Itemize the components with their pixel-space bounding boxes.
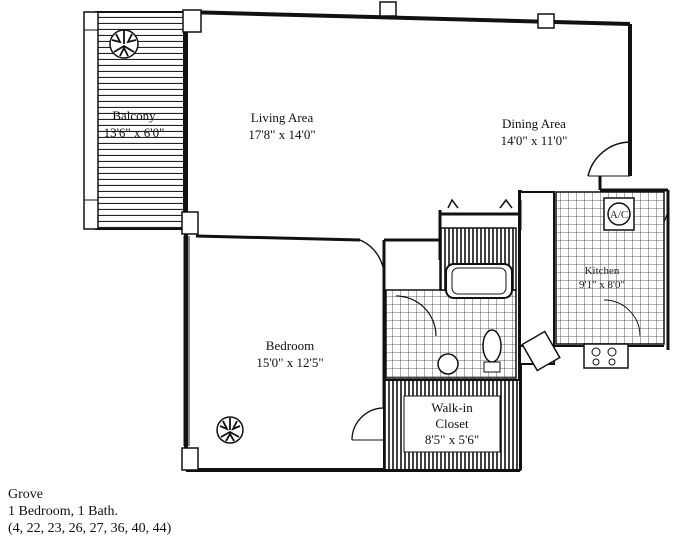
unit-type: 1 Bedroom, 1 Bath. (8, 504, 119, 519)
living-area-dims: 17'8" x 14'0" (248, 127, 315, 142)
plant-icon (216, 416, 244, 444)
balcony-dims: 13'6" x 6'0" (104, 125, 165, 140)
kitchen-label: Kitchen (585, 265, 620, 277)
plan-caption: Grove 1 Bedroom, 1 Bath. (4, 22, 23, 26,… (8, 486, 171, 537)
ac-label: A/C (610, 209, 628, 221)
walk-in-closet (351, 379, 521, 471)
balcony-deck (83, 11, 185, 230)
entry-door (587, 140, 670, 350)
window-marks (181, 1, 555, 471)
closet-label-line2: Closet (435, 416, 469, 431)
closet-label-line1: Walk-in (431, 400, 473, 415)
unit-numbers: (4, 22, 23, 26, 27, 36, 40, 44) (8, 521, 172, 536)
model-name: Grove (8, 487, 43, 502)
kitchen-dims: 9'1" x 8'0" (579, 279, 625, 291)
bedroom-label: Bedroom (266, 338, 314, 353)
dining-area-dims: 14'0" x 11'0" (501, 133, 568, 148)
living-area-label: Living Area (251, 110, 314, 125)
bedroom-dims: 15'0" x 12'5" (256, 355, 323, 370)
closet-dims: 8'5" x 5'6" (425, 432, 479, 447)
bathroom (385, 198, 517, 379)
plant-icon (109, 29, 139, 59)
dining-area-label: Dining Area (502, 116, 566, 131)
kitchen-area (519, 191, 665, 372)
ac-unit-icon: A/C (603, 197, 635, 231)
balcony-label: Balcony (112, 108, 156, 123)
